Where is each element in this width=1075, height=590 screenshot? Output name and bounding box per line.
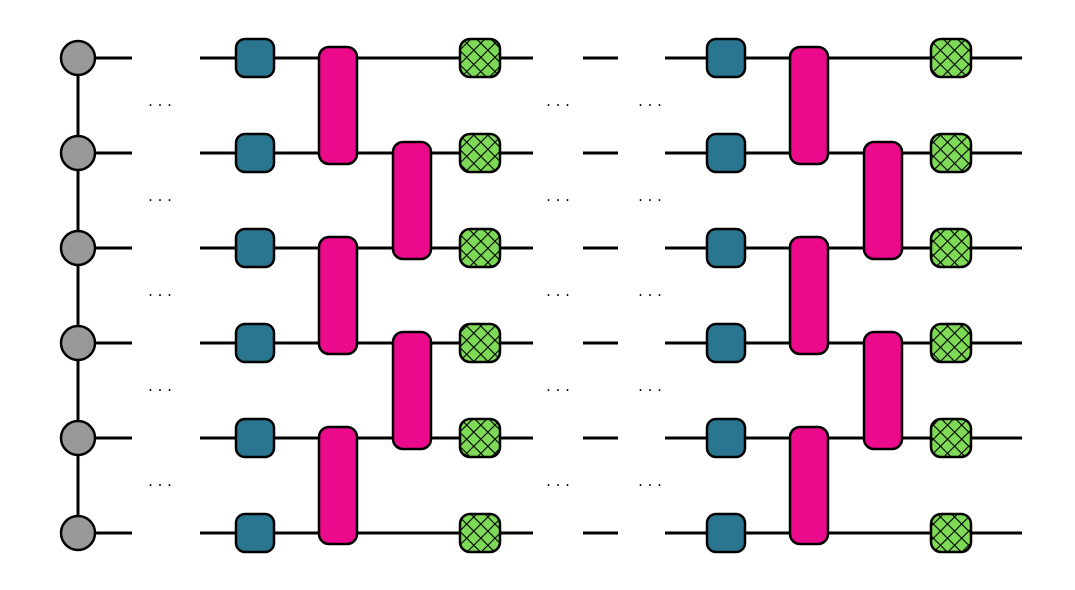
ellipsis-icon: · · · (638, 97, 662, 115)
ellipsis-icon: · · · (546, 192, 570, 210)
circle-node-0-icon (59, 39, 97, 77)
circle-node-3-icon (59, 324, 97, 362)
single-gate-icon (705, 132, 747, 174)
crosshatch-gate-icon (929, 512, 973, 554)
single-gate-icon (234, 417, 276, 459)
crosshatch-gate-icon (929, 37, 973, 79)
ellipsis-icon: · · · (546, 97, 570, 115)
ellipsis-icon: · · · (546, 382, 570, 400)
two-qubit-gate-icon (317, 45, 359, 166)
gates-group (234, 37, 973, 554)
crosshatch-gate-icon (458, 417, 502, 459)
ellipsis-icon: · · · (148, 287, 172, 305)
single-gate-icon (705, 37, 747, 79)
two-qubit-gate-icon (862, 330, 904, 451)
ellipsis-icon: · · · (638, 382, 662, 400)
circle-node-4-icon (59, 419, 97, 457)
ellipsis-icon: · · · (148, 192, 172, 210)
single-gate-icon (705, 227, 747, 269)
ellipsis-icon: · · · (148, 477, 172, 495)
two-qubit-gate-icon (391, 330, 433, 451)
crosshatch-gate-icon (929, 132, 973, 174)
ellipsis-icon: · · · (546, 477, 570, 495)
circle-node-1-icon (59, 134, 97, 172)
ellipsis-icon: · · · (546, 287, 570, 305)
ellipsis-icon: · · · (638, 287, 662, 305)
ellipsis-icon: · · · (638, 192, 662, 210)
ellipsis-icon: · · · (638, 477, 662, 495)
two-qubit-gate-icon (862, 140, 904, 261)
crosshatch-gate-icon (929, 417, 973, 459)
crosshatch-gate-icon (458, 322, 502, 364)
two-qubit-gate-icon (788, 45, 830, 166)
circle-node-5-icon (59, 514, 97, 552)
two-qubit-gate-icon (788, 235, 830, 356)
ellipsis-icon: · · · (148, 97, 172, 115)
single-gate-icon (705, 322, 747, 364)
two-qubit-gate-icon (391, 140, 433, 261)
crosshatch-gate-icon (458, 37, 502, 79)
single-gate-icon (234, 37, 276, 79)
crosshatch-gate-icon (458, 512, 502, 554)
single-gate-icon (234, 227, 276, 269)
two-qubit-gate-icon (788, 425, 830, 546)
crosshatch-gate-icon (929, 227, 973, 269)
single-gate-icon (234, 322, 276, 364)
single-gate-icon (705, 417, 747, 459)
crosshatch-gate-icon (929, 322, 973, 364)
ellipsis-icon: · · · (148, 382, 172, 400)
single-gate-icon (234, 132, 276, 174)
two-qubit-gate-icon (317, 425, 359, 546)
left-node-chain (59, 39, 97, 552)
two-qubit-gate-icon (317, 235, 359, 356)
crosshatch-gate-icon (458, 132, 502, 174)
single-gate-icon (234, 512, 276, 554)
ellipsis-group: · · · · · · · · · · · · · · · · · · · · · · · ·… (148, 97, 662, 495)
single-gate-icon (705, 512, 747, 554)
crosshatch-gate-icon (458, 227, 502, 269)
circle-node-2-icon (59, 229, 97, 267)
